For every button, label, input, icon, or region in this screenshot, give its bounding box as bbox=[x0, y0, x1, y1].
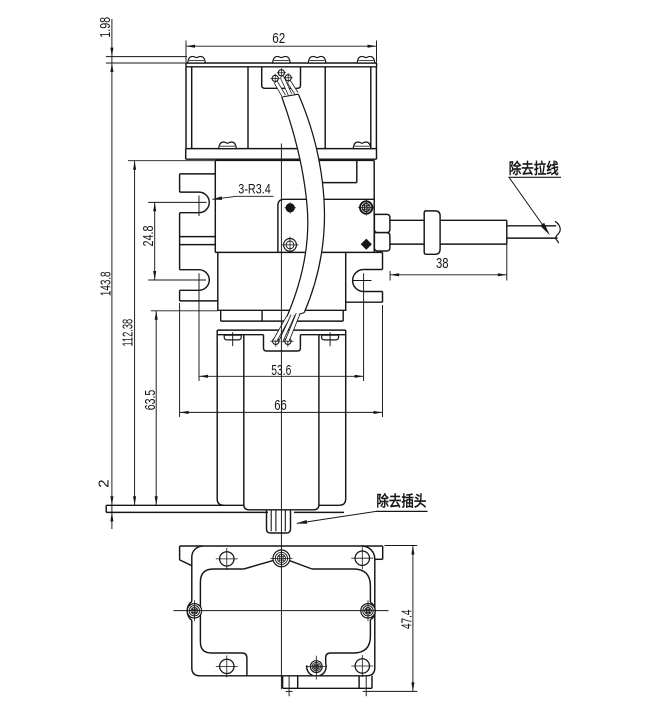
svg-text:2: 2 bbox=[96, 479, 113, 487]
svg-text:143.8: 143.8 bbox=[98, 271, 115, 296]
svg-text:3-R3.4: 3-R3.4 bbox=[238, 180, 271, 196]
svg-text:66: 66 bbox=[274, 397, 287, 414]
svg-text:112.38: 112.38 bbox=[120, 319, 137, 347]
svg-text:38: 38 bbox=[436, 255, 449, 272]
svg-text:63.5: 63.5 bbox=[142, 390, 159, 411]
svg-text:47.4: 47.4 bbox=[398, 610, 415, 630]
svg-text:除去拉线: 除去拉线 bbox=[509, 159, 559, 177]
svg-text:除去插头: 除去插头 bbox=[376, 492, 426, 510]
svg-text:24.8: 24.8 bbox=[140, 226, 157, 247]
svg-text:62: 62 bbox=[272, 30, 285, 47]
svg-text:1.98: 1.98 bbox=[97, 17, 114, 38]
svg-text:53.6: 53.6 bbox=[271, 362, 291, 379]
